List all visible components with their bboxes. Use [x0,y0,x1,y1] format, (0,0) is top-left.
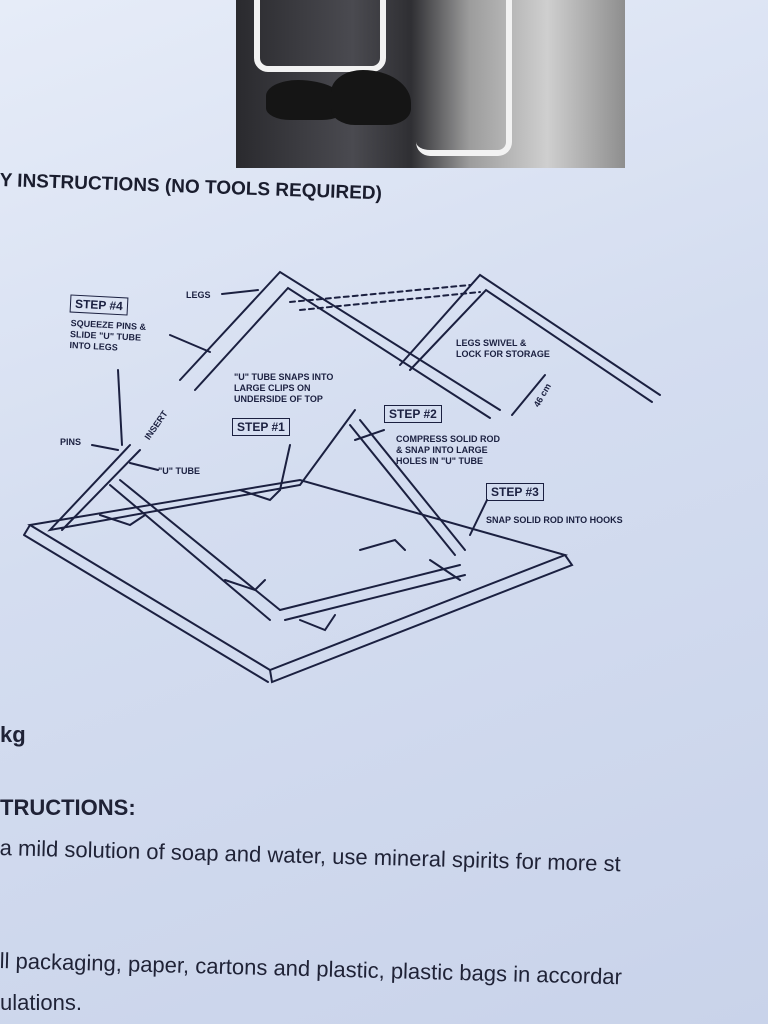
legs-swivel-text: LEGS SWIVEL & LOCK FOR STORAGE [456,338,550,359]
step-4-badge: STEP #4 [69,294,129,316]
step-2-badge: STEP #2 [384,405,442,423]
weight-unit: kg [0,722,26,747]
step-3-text: SNAP SOLID ROD INTO HOOKS [486,515,623,525]
disposal-text-line-1: ll packaging, paper, cartons and plastic… [0,948,623,990]
assembly-instructions-heading: Y INSTRUCTIONS (NO TOOLS REQUIRED) [0,170,383,205]
legs-label: LEGS [186,290,211,300]
u-tube-label: "U" TUBE [158,466,201,476]
disposal-text-line-2: ulations. [0,990,82,1015]
assembly-diagram: LEGS STEP #4 SQUEEZE PINS & SLIDE "U" TU… [0,250,768,700]
step-3-badge: STEP #3 [486,483,544,501]
product-photo [236,0,625,168]
care-text: a mild solution of soap and water, use m… [0,835,621,877]
chair-frame [416,0,512,156]
chair-frame [254,0,386,72]
shoe [331,70,411,125]
pins-label: PINS [60,437,82,447]
step-4-text: SQUEEZE PINS & SLIDE "U" TUBE INTO LEGS [69,318,147,353]
u-tube-snaps-text: "U" TUBE SNAPS INTO LARGE CLIPS ON UNDER… [234,372,334,404]
step-2-text: COMPRESS SOLID ROD & SNAP INTO LARGE HOL… [396,434,501,466]
care-heading: TRUCTIONS: [0,795,136,820]
tray-table-drawing [23,270,661,684]
step-1-badge: STEP #1 [232,418,290,436]
